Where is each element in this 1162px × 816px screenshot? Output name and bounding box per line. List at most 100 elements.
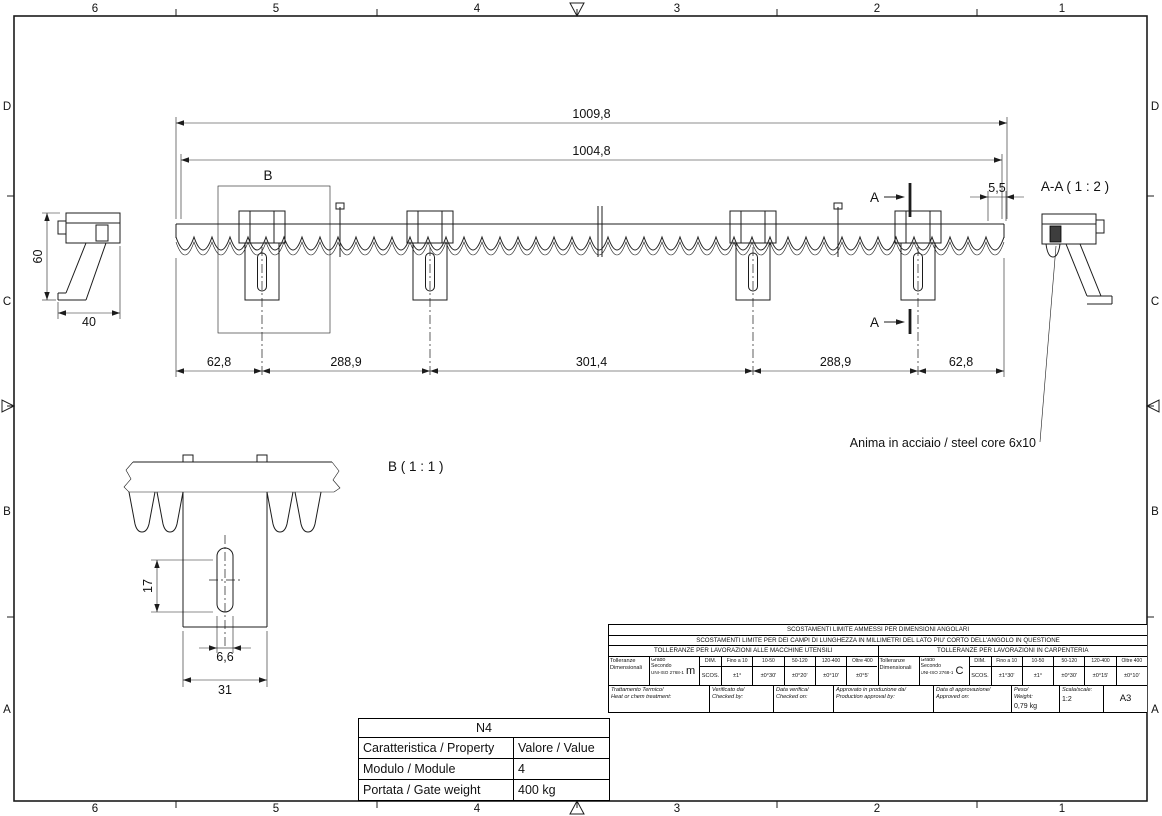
grid-column-label: 3 — [674, 803, 680, 815]
dimension-label: 60 — [31, 250, 45, 264]
dimension-label: 40 — [82, 315, 96, 329]
dimensional-tolerance-label: Tolleranze Dimensionali — [879, 657, 919, 685]
property-name: Portata / Gate weight — [363, 783, 481, 797]
section-arrow — [896, 319, 905, 325]
grid-column-label: 1 — [1059, 803, 1065, 815]
dimension-arrow — [994, 157, 1002, 163]
detail-view-b: B ( 1 : 1 ) — [123, 454, 444, 648]
grid-column-label: 5 — [273, 803, 279, 815]
label-line: Heat or chem treatment: — [611, 693, 672, 700]
end-view-body — [65, 212, 121, 244]
mounting-bracket — [729, 210, 777, 375]
property-table-title: N4 — [359, 719, 609, 738]
end-view-core-pocket — [95, 224, 109, 242]
steel-core-note: Anima in acciaio / steel core 6x10 — [850, 436, 1036, 450]
dimension-arrow — [996, 368, 1004, 374]
dim-scos-header: DIM. SCOS. — [968, 657, 991, 686]
range-value: ±1°30' — [998, 673, 1015, 680]
tolerance-range-column: Fino a 10 ±1° — [721, 657, 753, 686]
range-value: ±0°20' — [791, 673, 808, 680]
tolerance-range-column: Oltre 400 ±0°5' — [846, 657, 878, 686]
table-row: Modulo / Module 4 — [359, 759, 609, 780]
dimension-arrow — [259, 677, 267, 683]
section-view-aa: A-A ( 1 : 2 ) Anima in acciaio / steel c… — [850, 179, 1113, 450]
mounting-bracket — [894, 210, 942, 375]
dimension-label: 1004,8 — [572, 144, 610, 158]
range-value: ±1° — [732, 673, 742, 680]
label-line: Peso/ — [1014, 687, 1029, 694]
range-value: ±0°30' — [1061, 673, 1078, 680]
mounting-brackets — [238, 210, 942, 375]
tolerance-title-angular: SCOSTAMENTI LIMITE AMMESSI PER DIMENSION… — [609, 625, 1147, 636]
grid-column-label: 2 — [874, 803, 880, 815]
dimension-arrow — [422, 368, 430, 374]
detail-b-marker: B — [263, 168, 272, 183]
rack-teeth-root — [175, 241, 1005, 256]
tolerance-range-column: 10-50 ±0°30' — [752, 657, 784, 686]
grid-column-label: 2 — [874, 3, 880, 15]
section-tooth — [1045, 243, 1061, 258]
property-header: Caratteristica / Property — [363, 741, 495, 755]
tolerance-range-column: Fino a 10 ±1°30' — [990, 657, 1022, 686]
range-label: 10-50 — [753, 657, 784, 668]
grid-column-label: 5 — [273, 3, 279, 15]
dimension-label: 62,8 — [949, 355, 973, 369]
range-value: ±0°30' — [760, 673, 777, 680]
tolerance-range-column: 120-400 ±0°15' — [1084, 657, 1116, 686]
label-line: Data verifica/ — [776, 687, 809, 694]
range-label: Fino a 10 — [991, 657, 1022, 668]
label-line: Tolleranze — [879, 658, 906, 665]
grade-value: m — [685, 664, 696, 677]
dimension-arrow — [999, 120, 1007, 126]
section-marker-label: A — [870, 190, 879, 205]
label-line: UNI-ISO 2768-1 — [920, 670, 954, 676]
rack-tooth-profile — [266, 491, 294, 533]
range-label: 120-400 — [1085, 657, 1116, 668]
dimension-label: 6,6 — [216, 650, 233, 664]
heat-treatment-cell: Trattamento Termico/ Heat or chem treatm… — [609, 686, 709, 712]
section-leg — [1065, 243, 1113, 305]
front-view: B A A — [175, 168, 1005, 375]
scos-header: SCOS. — [701, 673, 720, 680]
tolerance-range-column: 50-120±0°20' — [783, 657, 815, 686]
label-line: Production approval by: — [836, 693, 895, 700]
property-table: N4 Caratteristica / Property Valore / Va… — [358, 718, 610, 801]
dimension-label: 301,4 — [576, 355, 607, 369]
section-marker-label: A — [870, 315, 879, 330]
range-label: Oltre 400 — [847, 657, 878, 668]
scale-cell: Scala/scale: 1:2 — [1059, 686, 1103, 713]
dimension-arrow — [430, 368, 438, 374]
grade-standard: Grado Secondo UNI-ISO 2768-1 — [921, 658, 954, 684]
dimension-arrow — [910, 368, 918, 374]
steel-core — [1049, 225, 1062, 243]
dimension-arrow — [176, 120, 184, 126]
rack-teeth — [175, 235, 1005, 251]
end-view — [57, 212, 121, 301]
detail-b-boundary — [217, 185, 331, 334]
dimension-arrow — [753, 368, 761, 374]
detail-teeth — [128, 491, 322, 533]
label-line: Secondo — [920, 663, 941, 670]
dimension-label: 288,9 — [820, 355, 851, 369]
range-value: ±0°15' — [1092, 673, 1109, 680]
label-line: Approvato in produzione da/ — [836, 687, 906, 694]
label-line: Data di approvazione/ — [936, 687, 991, 694]
label-line: Dimensionali — [610, 664, 643, 671]
table-row: Portata / Gate weight 400 kg — [359, 780, 609, 801]
bracket-clamp — [238, 210, 286, 244]
dimension-label: 5,5 — [988, 181, 1005, 195]
label-line: Secondo — [651, 663, 672, 670]
dim-scos-header: DIM. SCOS. — [699, 657, 721, 686]
range-label: Fino a 10 — [722, 657, 753, 668]
detail-view-title: B ( 1 : 1 ) — [388, 459, 444, 474]
dimension-arrow — [181, 157, 189, 163]
break-line — [123, 461, 134, 493]
range-value: ±0°5' — [856, 673, 869, 680]
label-line: Weight: — [1014, 693, 1033, 700]
title-block: SCOSTAMENTI LIMITE AMMESSI PER DIMENSION… — [608, 624, 1147, 713]
dim-header: DIM. — [969, 657, 991, 668]
grid-column-label: 4 — [474, 3, 481, 15]
dimension-arrow — [745, 368, 753, 374]
